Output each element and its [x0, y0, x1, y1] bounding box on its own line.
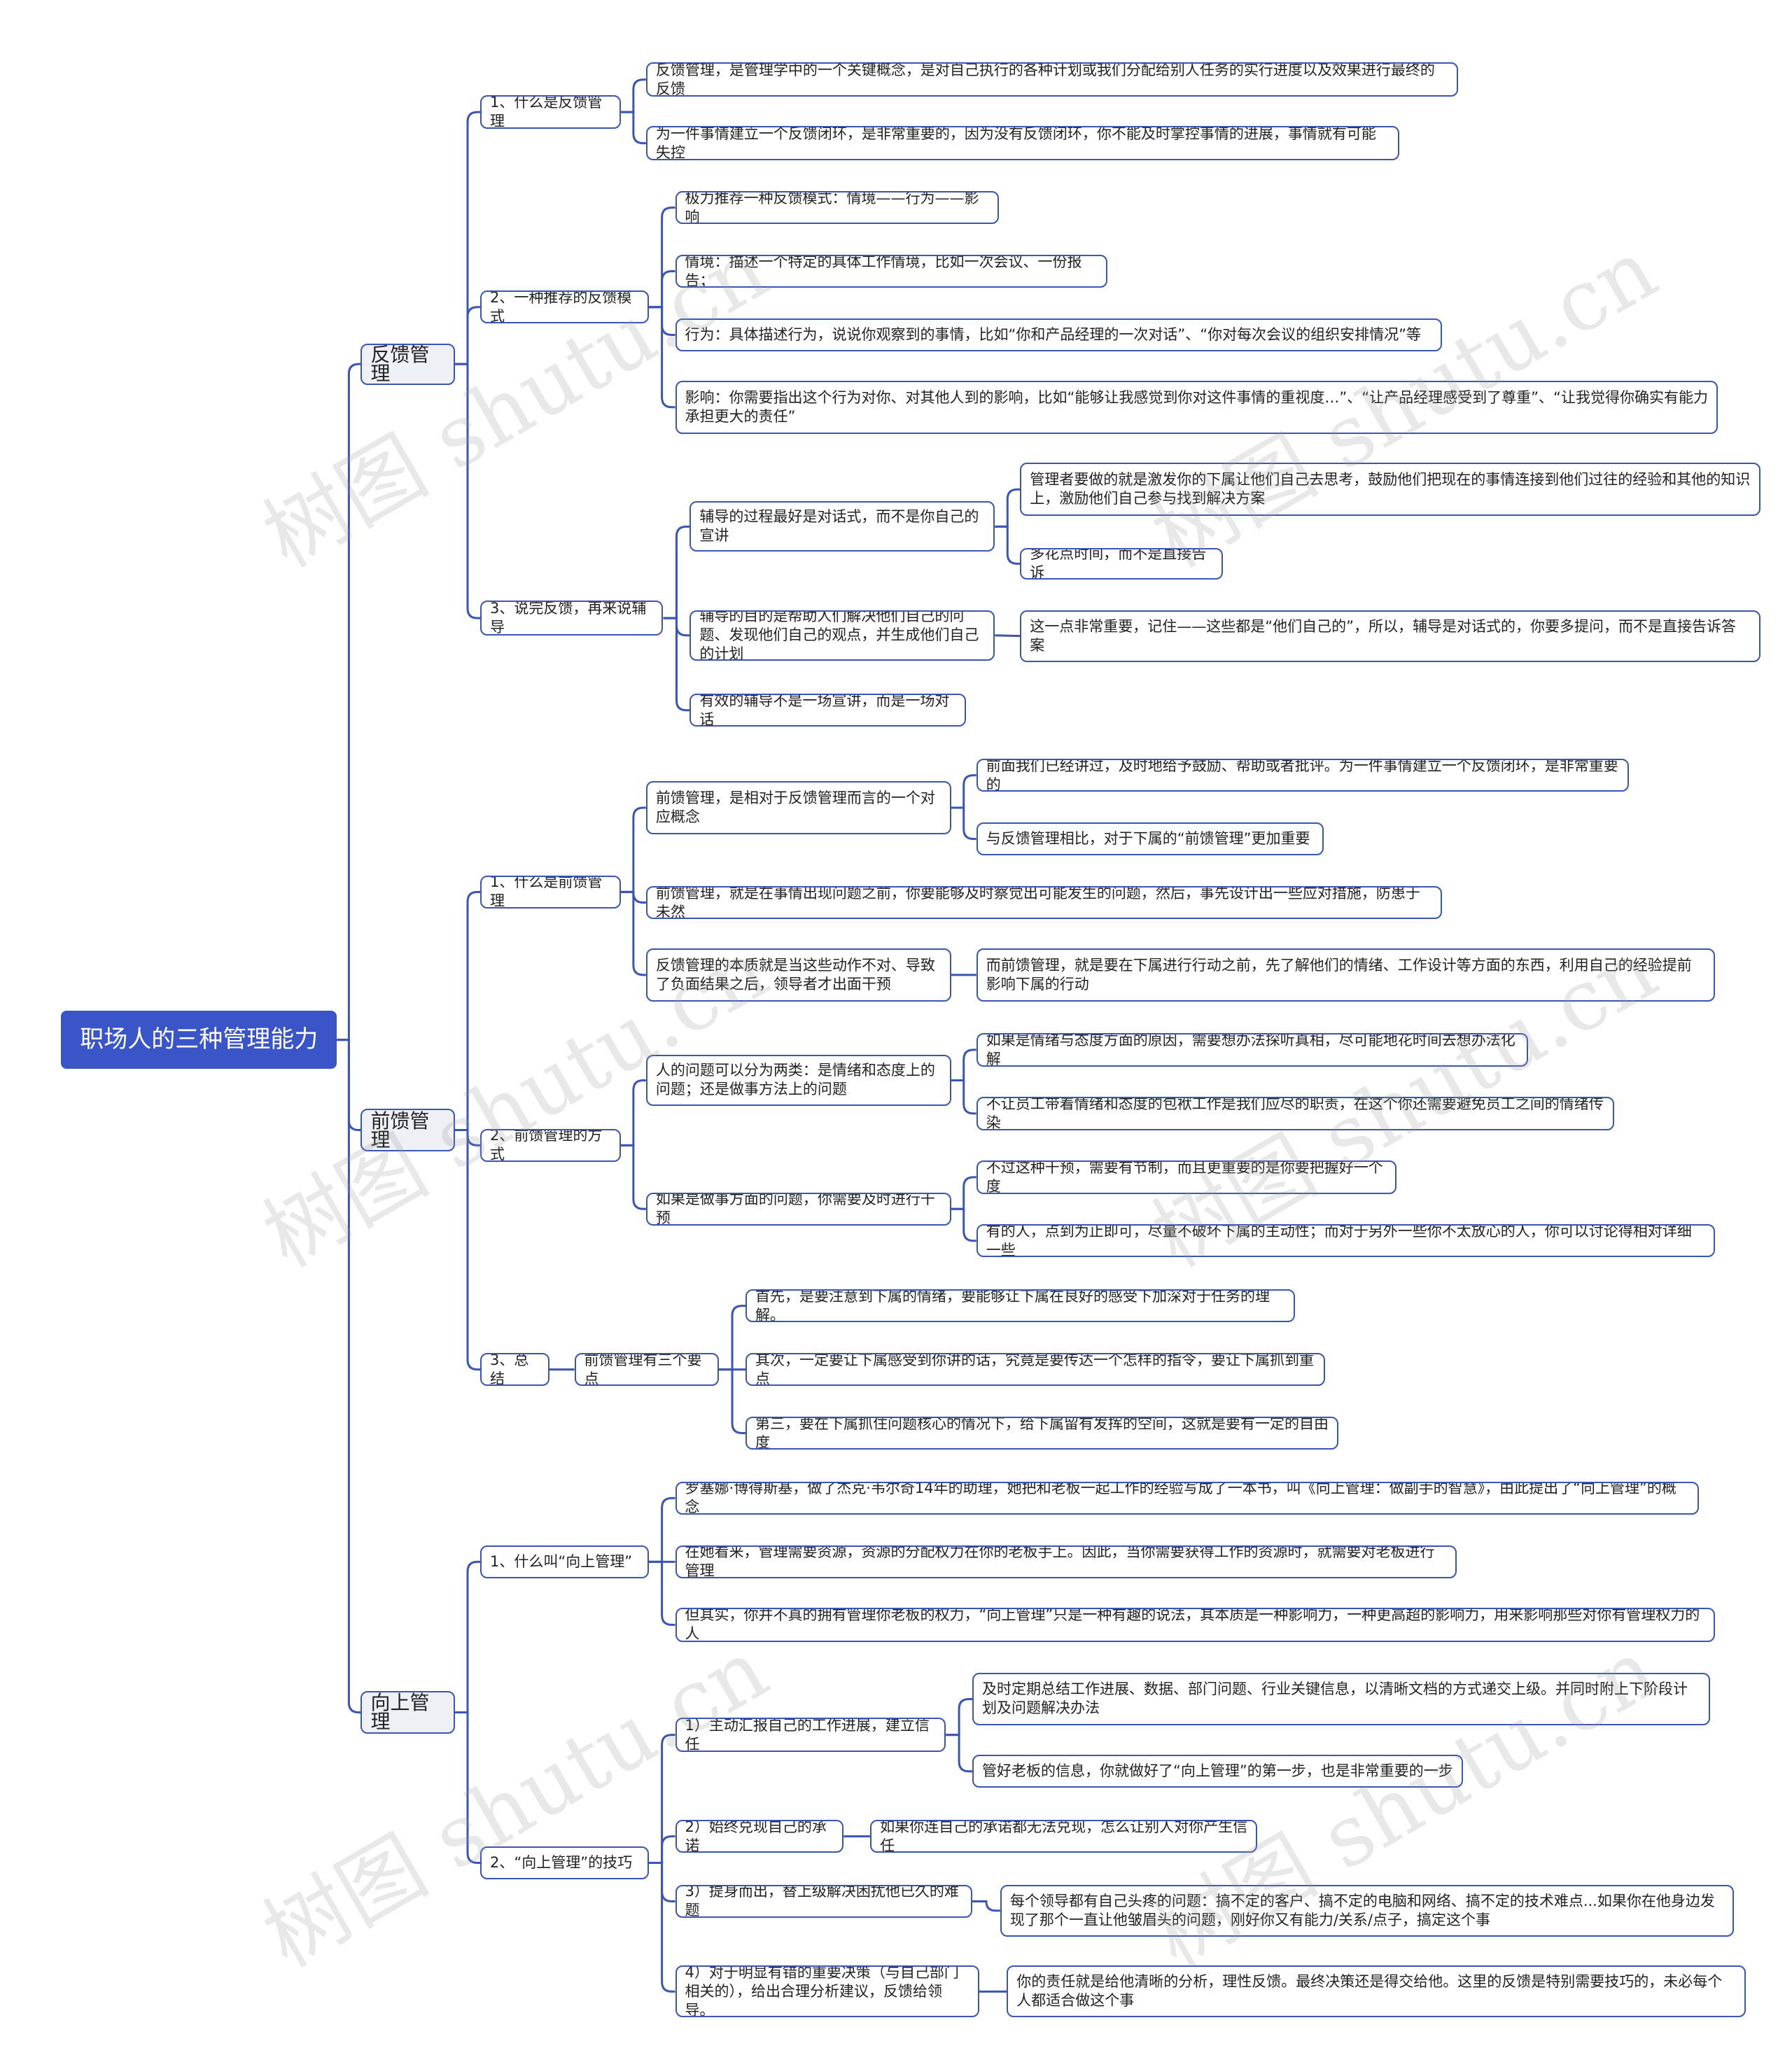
connector-line [454, 306, 480, 365]
subtopic-advise-decisions[interactable]: 4）对于明显有错的重要决策（与自己部门相关的），给出合理分析建议，反馈给领导。 [675, 1965, 979, 2018]
connector-line [648, 306, 676, 409]
branch-managing-up[interactable]: 向上管理 [360, 1691, 455, 1734]
subtopic-influence[interactable]: 但其实，你并不真的拥有管理你老板的权力，“向上管理”只是一种有趣的说法，其本质是… [675, 1607, 1716, 1642]
connector-line [454, 890, 480, 1132]
connector-line [648, 1496, 676, 1563]
subtopic-report-progress[interactable]: 1）主动汇报自己的工作进展，建立信任 [675, 1718, 946, 1753]
connector-line [946, 1698, 973, 1737]
connector-line [946, 1734, 973, 1773]
detail-feedforward-more-important[interactable]: 与反馈管理相比，对于下属的“前馈管理”更加重要 [976, 822, 1324, 856]
topic-recommended-feedback-mode[interactable]: 2、一种推荐的反馈模式 [479, 290, 649, 324]
connector-line [454, 111, 480, 365]
topic-what-is-feedforward[interactable]: 1、什么是前馈管理 [479, 875, 621, 909]
connector-line [972, 1900, 1000, 1912]
connector-line [951, 774, 976, 809]
detail-feedforward-before-action[interactable]: 而前馈管理，就是要在下属进行行动之前，先了解他们的情绪、工作设计等方面的东西，利… [976, 948, 1716, 1002]
topic-feedforward-methods[interactable]: 2、前馈管理的方式 [479, 1128, 621, 1163]
branch-feedforward-management[interactable]: 前馈管理 [360, 1109, 455, 1151]
connector-line [337, 1039, 361, 1713]
subtopic-feedback-definition[interactable]: 反馈管理，是管理学中的一个关键概念，是对自己执行的各种计划或我们分配给别人任务的… [645, 62, 1458, 97]
detail-trust[interactable]: 如果你连自己的承诺都无法兑现，怎么让别人对你产生信任 [870, 1819, 1258, 1853]
detail-point-second[interactable]: 其次，一定要让下属感受到你讲的话，究竟是要传达一个怎样的指令，要让下属抓到重点 [745, 1352, 1326, 1387]
connector-line [620, 1079, 646, 1146]
connector-line [620, 1144, 646, 1210]
detail-point-first[interactable]: 首先，是要注意到下属的情绪，要能够让下属在良好的感受下加深对于任务的理解。 [745, 1289, 1295, 1323]
connector-line [454, 1129, 480, 1371]
subtopic-feedforward-definition[interactable]: 前馈管理，就是在事情出现问题之前，你要能够及时察觉出可能发生的问题，然后，事先设… [645, 885, 1442, 920]
subtopic-resources[interactable]: 在她看来，管理需要资源，资源的分配权力在你的老板手上。因此，当你需要获得工作的资… [675, 1545, 1457, 1579]
subtopic-two-problem-types[interactable]: 人的问题可以分为两类：是情绪和态度上的问题；还是做事方法上的问题 [645, 1054, 951, 1107]
connector-line [951, 1207, 976, 1242]
connector-line [454, 1560, 480, 1713]
connector-line [951, 1176, 976, 1210]
connector-line [663, 617, 690, 712]
topic-what-is-managing-up[interactable]: 1、什么叫“向上管理” [479, 1545, 649, 1579]
connector-line [648, 1734, 676, 1865]
connector-line [719, 1368, 746, 1435]
subtopic-coaching-dialogue[interactable]: 辅导的过程最好是对话式，而不是你自己的宣讲 [690, 501, 995, 552]
subtopic-feedback-loop[interactable]: 为一件事情建立一个反馈闭环，是非常重要的，因为没有反馈闭环，你不能及时掌控事情的… [645, 126, 1400, 161]
connector-line [620, 78, 646, 113]
subtopic-feedback-essence[interactable]: 反馈管理的本质就是当这些动作不对、导致了负面结果之后，领导者才出面干预 [645, 948, 951, 1002]
connector-line [951, 806, 976, 841]
subtopic-feedforward-concept[interactable]: 前馈管理，是相对于反馈管理而言的一个对应概念 [645, 781, 951, 834]
subtopic-effective-coaching[interactable]: 有效的辅导不是一场宣讲，而是一场对话 [690, 694, 966, 727]
detail-point-to-stop[interactable]: 有的人，点到为止即可，尽量不破坏下属的主动性；而对于另外一些你不太放心的人，你可… [976, 1224, 1716, 1258]
connector-line [454, 363, 480, 619]
detail-point-third[interactable]: 第三，要在下属抓住问题核心的情况下，给下属留有发挥的空间，这就是要有一定的自由度 [745, 1416, 1339, 1450]
connector-line [951, 1079, 976, 1115]
subtopic-coaching-purpose[interactable]: 辅导的目的是帮助人们解决他们自己的问题、发现他们自己的观点，并生成他们自己的计划 [690, 610, 995, 661]
subtopic-impact[interactable]: 影响：你需要指出这个行为对你、对其他人到的影响，比如“能够让我感觉到你对这件事情… [675, 380, 1718, 434]
detail-emotion-contagion[interactable]: 不让员工带着情绪和态度的包袱工作是我们应尽的职责，在这个你还需要避免员工之间的情… [976, 1097, 1615, 1130]
detail-emotion-causes[interactable]: 如果是情绪与态度方面的原因，需要想办法探听真相，尽可能地花时间去想办法化解 [976, 1033, 1529, 1067]
connector-line [995, 488, 1021, 528]
connector-line [648, 1862, 676, 1993]
connector-line [620, 806, 646, 893]
subtopic-three-points[interactable]: 前馈管理有三个要点 [574, 1352, 720, 1387]
connector-line [648, 1560, 676, 1626]
topic-managing-up-skills[interactable]: 2、“向上管理”的技巧 [479, 1846, 649, 1880]
connector-line [648, 206, 676, 309]
connector-line [648, 270, 676, 309]
subtopic-method-problems[interactable]: 如果是做事方面的问题，你需要及时进行干预 [645, 1192, 951, 1226]
connector-line [719, 1305, 746, 1371]
connector-line [663, 525, 690, 619]
topic-summary[interactable]: 3、总结 [479, 1352, 550, 1387]
root-node[interactable]: 职场人的三种管理能力 [61, 1010, 337, 1069]
topic-what-is-feedback[interactable]: 1、什么是反馈管理 [479, 95, 621, 129]
connector-line [951, 1048, 976, 1081]
connector-line [620, 111, 646, 145]
detail-leader-headaches[interactable]: 每个领导都有自己头疼的问题：搞不定的客户、搞不定的电脑和网络、搞不定的技术难点.… [1000, 1884, 1734, 1937]
subtopic-keep-promises[interactable]: 2）始终兑现自己的承诺 [675, 1819, 844, 1853]
connector-line [337, 363, 361, 1041]
detail-inspire-subordinates[interactable]: 管理者要做的就是激发你的下属让他们自己去思考，鼓励他们把现在的事情连接到他们过往… [1020, 463, 1760, 517]
connector-line [995, 525, 1021, 565]
connector-line [620, 890, 646, 976]
detail-timely-encouragement[interactable]: 前面我们已经讲过，及时地给予鼓励、帮助或者批评。为一件事情建立一个反馈闭环，是非… [976, 758, 1630, 792]
subtopic-sbi-model[interactable]: 极力推荐一种反馈模式：情境——行为——影响 [675, 190, 999, 225]
detail-their-own[interactable]: 这一点非常重要，记住——这些都是“他们自己的”，所以，辅导是对话式的，你要多提问… [1020, 610, 1760, 662]
subtopic-book-origin[interactable]: 罗塞娜·博得斯基，做了杰克·韦尔奇14年的助理，她把和老板一起工作的经验写成了一… [675, 1481, 1700, 1515]
subtopic-behavior[interactable]: 行为：具体描述行为，说说你观察到的事情，比如“你和产品经理的一次对话”、“你对每… [675, 318, 1442, 352]
detail-intervene-moderately[interactable]: 不过这种干预，需要有节制，而且更重要的是你要把握好一个度 [976, 1160, 1397, 1194]
subtopic-situation[interactable]: 情境：描述一个特定的具体工作情境，比如一次会议、一份报告； [675, 254, 1108, 288]
detail-manage-boss-info[interactable]: 管好老板的信息，你就做好了“向上管理”的第一步，也是非常重要的一步 [972, 1755, 1464, 1788]
topic-feedback-then-coaching[interactable]: 3、说完反馈，再来说辅导 [479, 601, 664, 636]
detail-clear-analysis[interactable]: 你的责任就是给他清晰的分析，理性反馈。最终决策还是得交给他。这里的反馈是特别需要… [1007, 1965, 1746, 2018]
branch-feedback-management[interactable]: 反馈管理 [360, 343, 455, 385]
detail-spend-time[interactable]: 多花点时间，而不是直接告诉 [1020, 547, 1224, 580]
detail-regular-summary[interactable]: 及时定期总结工作进展、数据、部门问题、行业关键信息，以清晰文档的方式递交上级。并… [972, 1672, 1710, 1726]
connector-line [648, 1835, 676, 1865]
connector-line [454, 1711, 480, 1865]
subtopic-solve-boss-problems[interactable]: 3）提身而出，替上级解决困扰他已久的难题 [675, 1884, 973, 1919]
